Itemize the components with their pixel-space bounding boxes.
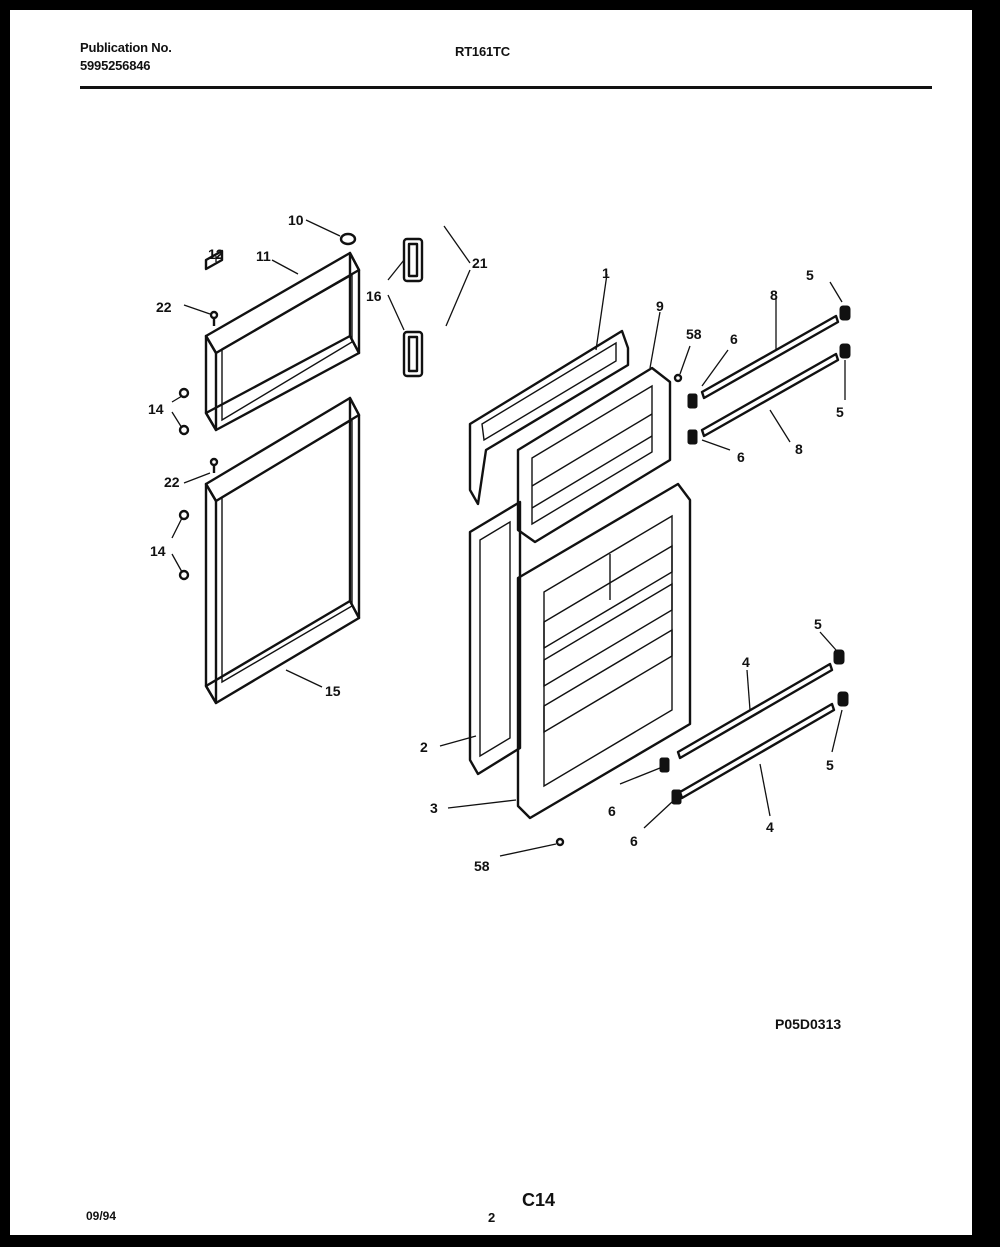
callout-22: 22 (156, 299, 172, 315)
callout-8: 8 (770, 287, 778, 303)
fresh-food-gasket (468, 500, 522, 776)
drawing-code: P05D0313 (775, 1016, 841, 1032)
callout-5: 5 (836, 404, 844, 420)
callout-58: 58 (686, 326, 702, 342)
exploded-parts-diagram: 10 12 11 22 14 22 14 15 16 21 1 9 58 6 5… (148, 212, 851, 1032)
freezer-door-frame (204, 251, 361, 432)
callout-8: 8 (795, 441, 803, 457)
callout-5: 5 (814, 616, 822, 632)
callout-6: 6 (630, 833, 638, 849)
callout-6: 6 (737, 449, 745, 465)
footer-page-code: C14 (522, 1190, 556, 1210)
hole-plug-part (178, 387, 190, 581)
header-rule (80, 86, 932, 89)
footer-page-number: 2 (488, 1210, 496, 1225)
freezer-shelf-rail (700, 314, 840, 438)
callout-14: 14 (148, 401, 164, 417)
callout-58: 58 (474, 858, 490, 874)
footer-date: 09/94 (86, 1209, 117, 1223)
liner-screw-part (673, 373, 683, 383)
freezer-door-liner (516, 366, 672, 544)
callout-9: 9 (656, 298, 664, 314)
callout-3: 3 (430, 800, 438, 816)
callout-1: 1 (602, 265, 610, 281)
fresh-food-door-liner (516, 482, 692, 820)
callout-5: 5 (806, 267, 814, 283)
leader-lines (171, 219, 846, 857)
fresh-food-shelf-rail (676, 662, 836, 800)
freezer-gasket (468, 329, 630, 506)
callout-12: 12 (208, 246, 224, 262)
callout-10: 10 (288, 212, 304, 228)
callout-2: 2 (420, 739, 428, 755)
parts-page: Publication No. 5995256846 RT161TC (10, 10, 972, 1235)
callout-5: 5 (826, 757, 834, 773)
rail-end-cap (833, 305, 851, 707)
callout-16: 16 (366, 288, 382, 304)
nameplate-part (204, 249, 224, 271)
fresh-food-door-frame (204, 396, 361, 705)
rail-support (659, 393, 698, 805)
callout-4: 4 (766, 819, 774, 835)
hinge-cover-part (402, 237, 424, 378)
callout-15: 15 (325, 683, 341, 699)
callout-14: 14 (150, 543, 166, 559)
screw-part (209, 310, 219, 473)
callout-labels: 10 12 11 22 14 22 14 15 16 21 1 9 58 6 5… (148, 212, 844, 1032)
callout-11: 11 (256, 248, 271, 264)
door-plug-part (339, 232, 357, 246)
callout-6: 6 (730, 331, 738, 347)
model-number: RT161TC (455, 44, 510, 59)
callout-4: 4 (742, 654, 750, 670)
publication-label: Publication No. (80, 40, 172, 55)
callout-6: 6 (608, 803, 616, 819)
callout-21: 21 (472, 255, 488, 271)
callout-22: 22 (164, 474, 180, 490)
publication-number: 5995256846 (80, 58, 151, 73)
liner-screw-part (555, 837, 565, 847)
